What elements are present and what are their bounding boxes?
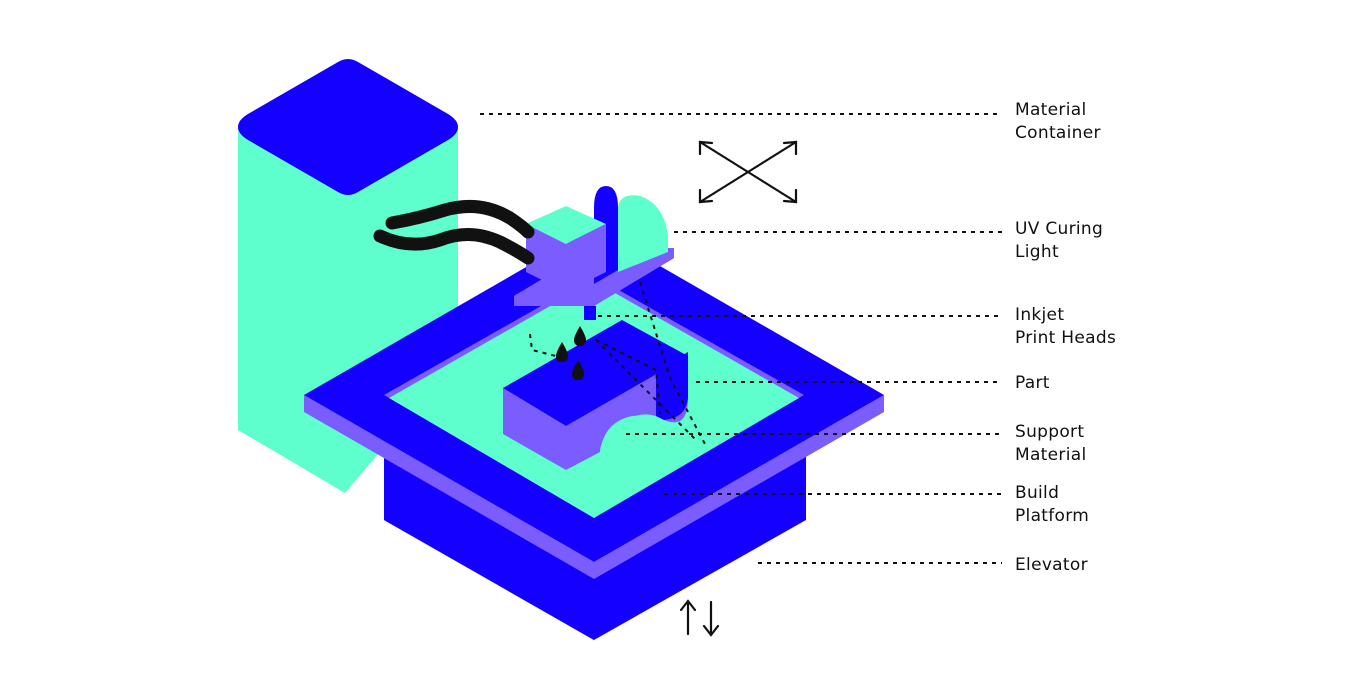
label-line: UV Curing — [1015, 219, 1104, 239]
label-line: Support — [1015, 422, 1085, 442]
label-uv-curing-light: UV Curing Light — [1015, 218, 1103, 264]
inkjet-print-head — [516, 206, 606, 320]
uv-rays — [529, 281, 707, 447]
label-material-container: Material Container — [1015, 99, 1101, 145]
label-inkjet-print-heads: Inkjet Print Heads — [1015, 304, 1116, 350]
elevator-column — [384, 455, 806, 640]
ink-droplets — [556, 326, 586, 380]
label-elevator: Elevator — [1015, 554, 1088, 577]
label-line: Container — [1015, 123, 1101, 143]
leader-lines — [480, 113, 1002, 564]
label-line: Platform — [1015, 506, 1090, 526]
label-line: Part — [1015, 373, 1050, 393]
label-line: Elevator — [1015, 555, 1088, 575]
label-line: Build — [1015, 483, 1060, 503]
label-part: Part — [1015, 372, 1050, 395]
material-hoses — [373, 199, 535, 265]
support-material — [656, 352, 688, 420]
label-line: Material — [1015, 100, 1087, 120]
cross-arrows-icon — [698, 140, 798, 204]
up-down-arrows-icon — [679, 599, 720, 637]
label-support-material: Support Material — [1015, 421, 1086, 467]
label-build-platform: Build Platform — [1015, 482, 1089, 528]
label-line: Inkjet — [1015, 305, 1065, 325]
label-line: Material — [1015, 445, 1087, 465]
label-line: Print Heads — [1015, 328, 1117, 348]
label-line: Light — [1015, 242, 1059, 262]
